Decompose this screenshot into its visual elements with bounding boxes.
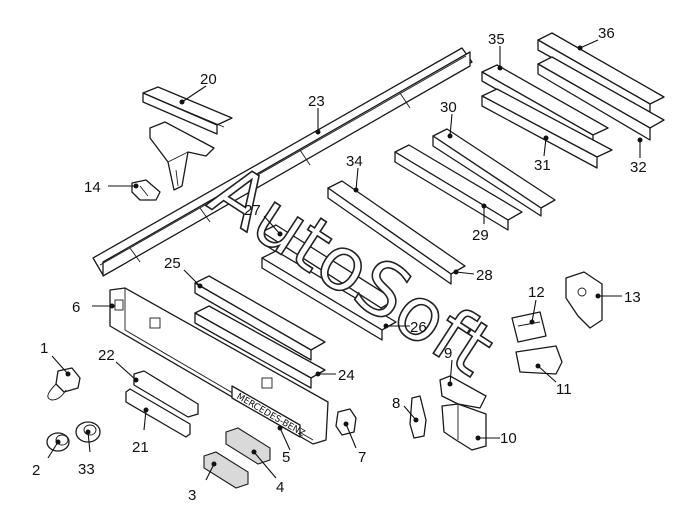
callout-8: 8 [392, 395, 400, 412]
callout-9: 9 [444, 345, 452, 362]
callout-11: 11 [556, 381, 572, 398]
callout-21: 21 [132, 439, 149, 456]
part-14-clip [131, 179, 161, 201]
callout-22: 22 [98, 347, 115, 364]
part-20-crossmember [142, 86, 233, 135]
part-24-rail [194, 305, 326, 389]
part-8-bracket [409, 395, 427, 439]
callout-24: 24 [338, 367, 355, 384]
callout-6: 6 [72, 299, 80, 316]
callout-30: 30 [440, 99, 457, 116]
callout-3: 3 [188, 487, 196, 504]
part-36-rail [537, 32, 665, 141]
callout-35: 35 [488, 31, 505, 48]
callout-33: 33 [78, 461, 95, 478]
callout-36: 36 [598, 25, 615, 42]
leader-lines [47, 39, 643, 481]
callout-1: 1 [40, 340, 48, 357]
part-23-long-rail [92, 47, 473, 277]
callout-23: 23 [308, 93, 325, 110]
callout-34: 34 [346, 153, 363, 170]
part-34-rail [327, 180, 466, 285]
part-35-rail [481, 64, 613, 169]
callout-26: 26 [410, 319, 427, 336]
callout-28: 28 [476, 267, 493, 284]
callout-labels: 1 2 3 4 5 6 7 8 9 10 11 12 13 14 20 21 2… [32, 25, 647, 504]
callout-29: 29 [472, 227, 489, 244]
callout-27: 27 [244, 202, 261, 219]
part-25-rail [194, 275, 326, 361]
part-4-lamp [225, 427, 271, 465]
callout-4: 4 [276, 479, 284, 496]
part-22-plate [133, 370, 199, 418]
part-21-plate [125, 388, 191, 438]
part-3-lamp [203, 451, 249, 489]
callout-14: 14 [84, 179, 101, 196]
part-1-hook [47, 367, 81, 401]
callout-10: 10 [500, 430, 517, 447]
callout-32: 32 [630, 159, 647, 176]
part-13-bracket [565, 271, 603, 329]
part-bracket-upper [149, 121, 215, 191]
part-10-bracket [441, 403, 487, 451]
part-30-rail [432, 128, 556, 217]
callout-7: 7 [358, 449, 366, 466]
callout-5: 5 [282, 449, 290, 466]
part-12-plate [511, 311, 547, 343]
callout-25: 25 [164, 255, 181, 272]
callout-31: 31 [534, 157, 551, 174]
callout-12: 12 [528, 284, 545, 301]
part-29-rail [394, 144, 523, 231]
callout-2: 2 [32, 462, 40, 479]
callout-20: 20 [200, 71, 217, 88]
callout-13: 13 [624, 289, 641, 306]
part-26-rail [261, 250, 397, 341]
part-11-bracket [515, 345, 563, 375]
